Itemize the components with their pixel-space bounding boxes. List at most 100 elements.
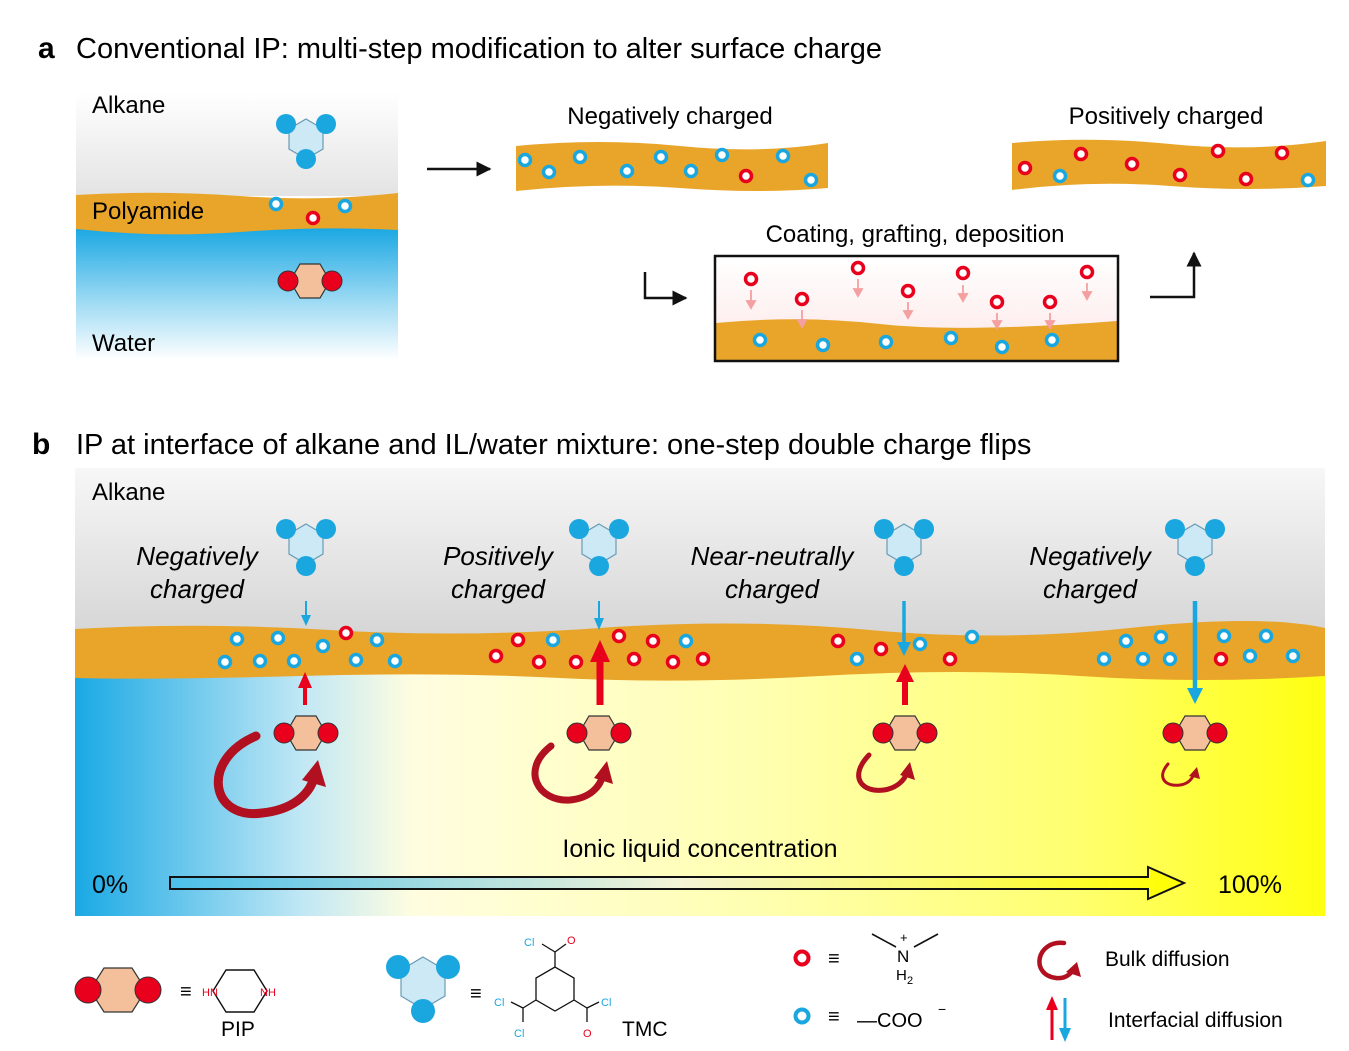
pip-monomer-icon <box>872 715 938 751</box>
legend-bulk-diffusion-icon <box>1037 940 1076 981</box>
process-box <box>713 254 1120 363</box>
amine-charge-icon <box>989 294 1005 310</box>
carboxyl-charge-icon <box>619 163 635 179</box>
tmc-o-top: O <box>567 935 576 947</box>
carboxyl-charge-icon <box>912 636 928 652</box>
carboxyl-charge-icon <box>268 196 284 212</box>
tmc-cl-left-lower: Cl <box>514 1028 524 1040</box>
carboxyl-minus: − <box>938 1001 946 1017</box>
bulk-diffusion-arrowheads <box>302 760 1200 787</box>
panel-b-water-ionic-phase <box>75 665 1325 916</box>
panel-a-polyamide-layer <box>76 192 398 235</box>
amine-charge-icon <box>942 651 958 667</box>
carboxyl-charge-icon <box>1118 633 1134 649</box>
tmc-cl-right: Cl <box>601 997 611 1009</box>
carboxyl-charge-icon <box>714 147 730 163</box>
panel-a-title: Conventional IP: multi-step modification… <box>76 33 882 65</box>
panel-b-alkane-phase <box>75 468 1325 643</box>
carboxyl-charge-icon <box>229 631 245 647</box>
arrow-into-process-icon <box>643 272 688 306</box>
tmc-cl-top: Cl <box>524 937 534 949</box>
tmc-structure-icon <box>510 943 600 1022</box>
state-4-line1: Negatively <box>1029 541 1152 571</box>
carboxyl-charge-icon <box>315 638 331 654</box>
tmc-cl-left: Cl <box>494 997 504 1009</box>
down-arrow-icon <box>301 615 311 626</box>
legend-tmc-icon <box>386 955 460 1023</box>
carboxyl-charge-icon <box>683 163 699 179</box>
carboxyl-charge-icon <box>849 651 865 667</box>
amine-plus: + <box>900 930 908 945</box>
up-arrow-icon <box>590 640 610 662</box>
amine-charge-icon <box>305 210 321 226</box>
amine-charge-icon <box>531 654 547 670</box>
bulk-diffusion-arrow-icon <box>531 742 607 804</box>
amine-h-subscript: 2 <box>907 975 913 987</box>
carboxyl-charge-icon <box>653 149 669 165</box>
legend: ≡ HN NH PIP ≡ Cl O Cl Cl <box>74 930 1283 1042</box>
process-label: Coating, grafting, deposition <box>766 221 1065 248</box>
down-arrow-icon <box>1187 688 1203 704</box>
carboxyl-charge-icon <box>1285 648 1301 664</box>
pip-monomer-icon <box>1162 715 1228 751</box>
carboxyl-charge-icon <box>964 629 980 645</box>
carboxyl-charge-icon <box>752 332 768 348</box>
pip-monomers-row <box>273 715 1228 751</box>
legend-bulk-label: Bulk diffusion <box>1105 948 1230 971</box>
panel-b-letter: b <box>32 428 50 461</box>
amine-charge-icon <box>850 260 866 276</box>
carboxyl-charge-icon <box>1044 332 1060 348</box>
carboxyl-group: —COO <box>857 1010 923 1032</box>
bulk-diffusion-arrow-icon <box>213 731 319 819</box>
carboxyl-charge-icon <box>1258 628 1274 644</box>
legend-amine-charge-icon <box>793 949 811 967</box>
legend-pip-label: PIP <box>221 1018 255 1041</box>
legend-carboxyl-charge-icon <box>793 1007 811 1025</box>
carboxyl-charge-icon <box>1242 648 1258 664</box>
amine-structure-icon <box>871 933 939 948</box>
tmc-interfacial-arrows <box>301 601 1203 704</box>
amine-charge-icon <box>794 291 810 307</box>
axis-max-label: 100% <box>1218 871 1282 899</box>
legend-interfacial-label: Interfacial diffusion <box>1108 1009 1283 1032</box>
panel-b-polyamide-layer <box>75 621 1325 681</box>
panel-a-alkane-phase <box>76 92 398 196</box>
panel-a-polyamide-charges <box>268 196 353 226</box>
tmc-monomer-icon <box>276 519 336 576</box>
carboxyl-charge-icon <box>1162 651 1178 667</box>
carboxyl-charge-icon <box>1052 168 1068 184</box>
carboxyl-charge-icon <box>369 632 385 648</box>
pip-monomer-icon <box>566 715 632 751</box>
positive-charged-label: Positively charged <box>1069 103 1264 130</box>
down-arrow-icon <box>594 618 604 630</box>
state-3-line1: Near-neutrally <box>691 541 856 571</box>
amine-charge-icon <box>1238 171 1254 187</box>
amine-charge-icon <box>1274 145 1290 161</box>
amine-charge-icon <box>1210 143 1226 159</box>
pip-monomer-icon <box>273 715 339 751</box>
amine-charge-icon <box>665 654 681 670</box>
amine-charge-icon <box>1172 167 1188 183</box>
bulk-diffusion-arrow-icon <box>856 752 910 793</box>
process-box-charges <box>743 260 1095 355</box>
tmc-monomer-icon <box>569 519 629 576</box>
panel-b-alkane-label: Alkane <box>92 479 165 506</box>
amine-charge-icon <box>900 283 916 299</box>
up-arrow-icon <box>298 672 312 688</box>
carboxyl-charge-icon <box>943 330 959 346</box>
carboxyl-charge-icon <box>252 653 268 669</box>
panel-b-membrane-charges <box>217 625 1301 670</box>
amine-charge-icon <box>1042 294 1058 310</box>
amine-n: N <box>897 947 909 966</box>
carboxyl-charge-icon <box>572 149 588 165</box>
carboxyl-charge-icon <box>1153 629 1169 645</box>
negative-charged-label: Negatively charged <box>567 103 772 130</box>
amine-charge-icon <box>743 271 759 287</box>
state-1-line1: Negatively <box>136 541 259 571</box>
pip-nh-right: NH <box>260 987 276 999</box>
carboxyl-charge-icon <box>348 652 364 668</box>
carboxyl-charge-icon <box>815 337 831 353</box>
carboxyl-charge-icon <box>217 654 233 670</box>
amine-charge-icon <box>738 168 754 184</box>
amine-charge-icon <box>645 633 661 649</box>
